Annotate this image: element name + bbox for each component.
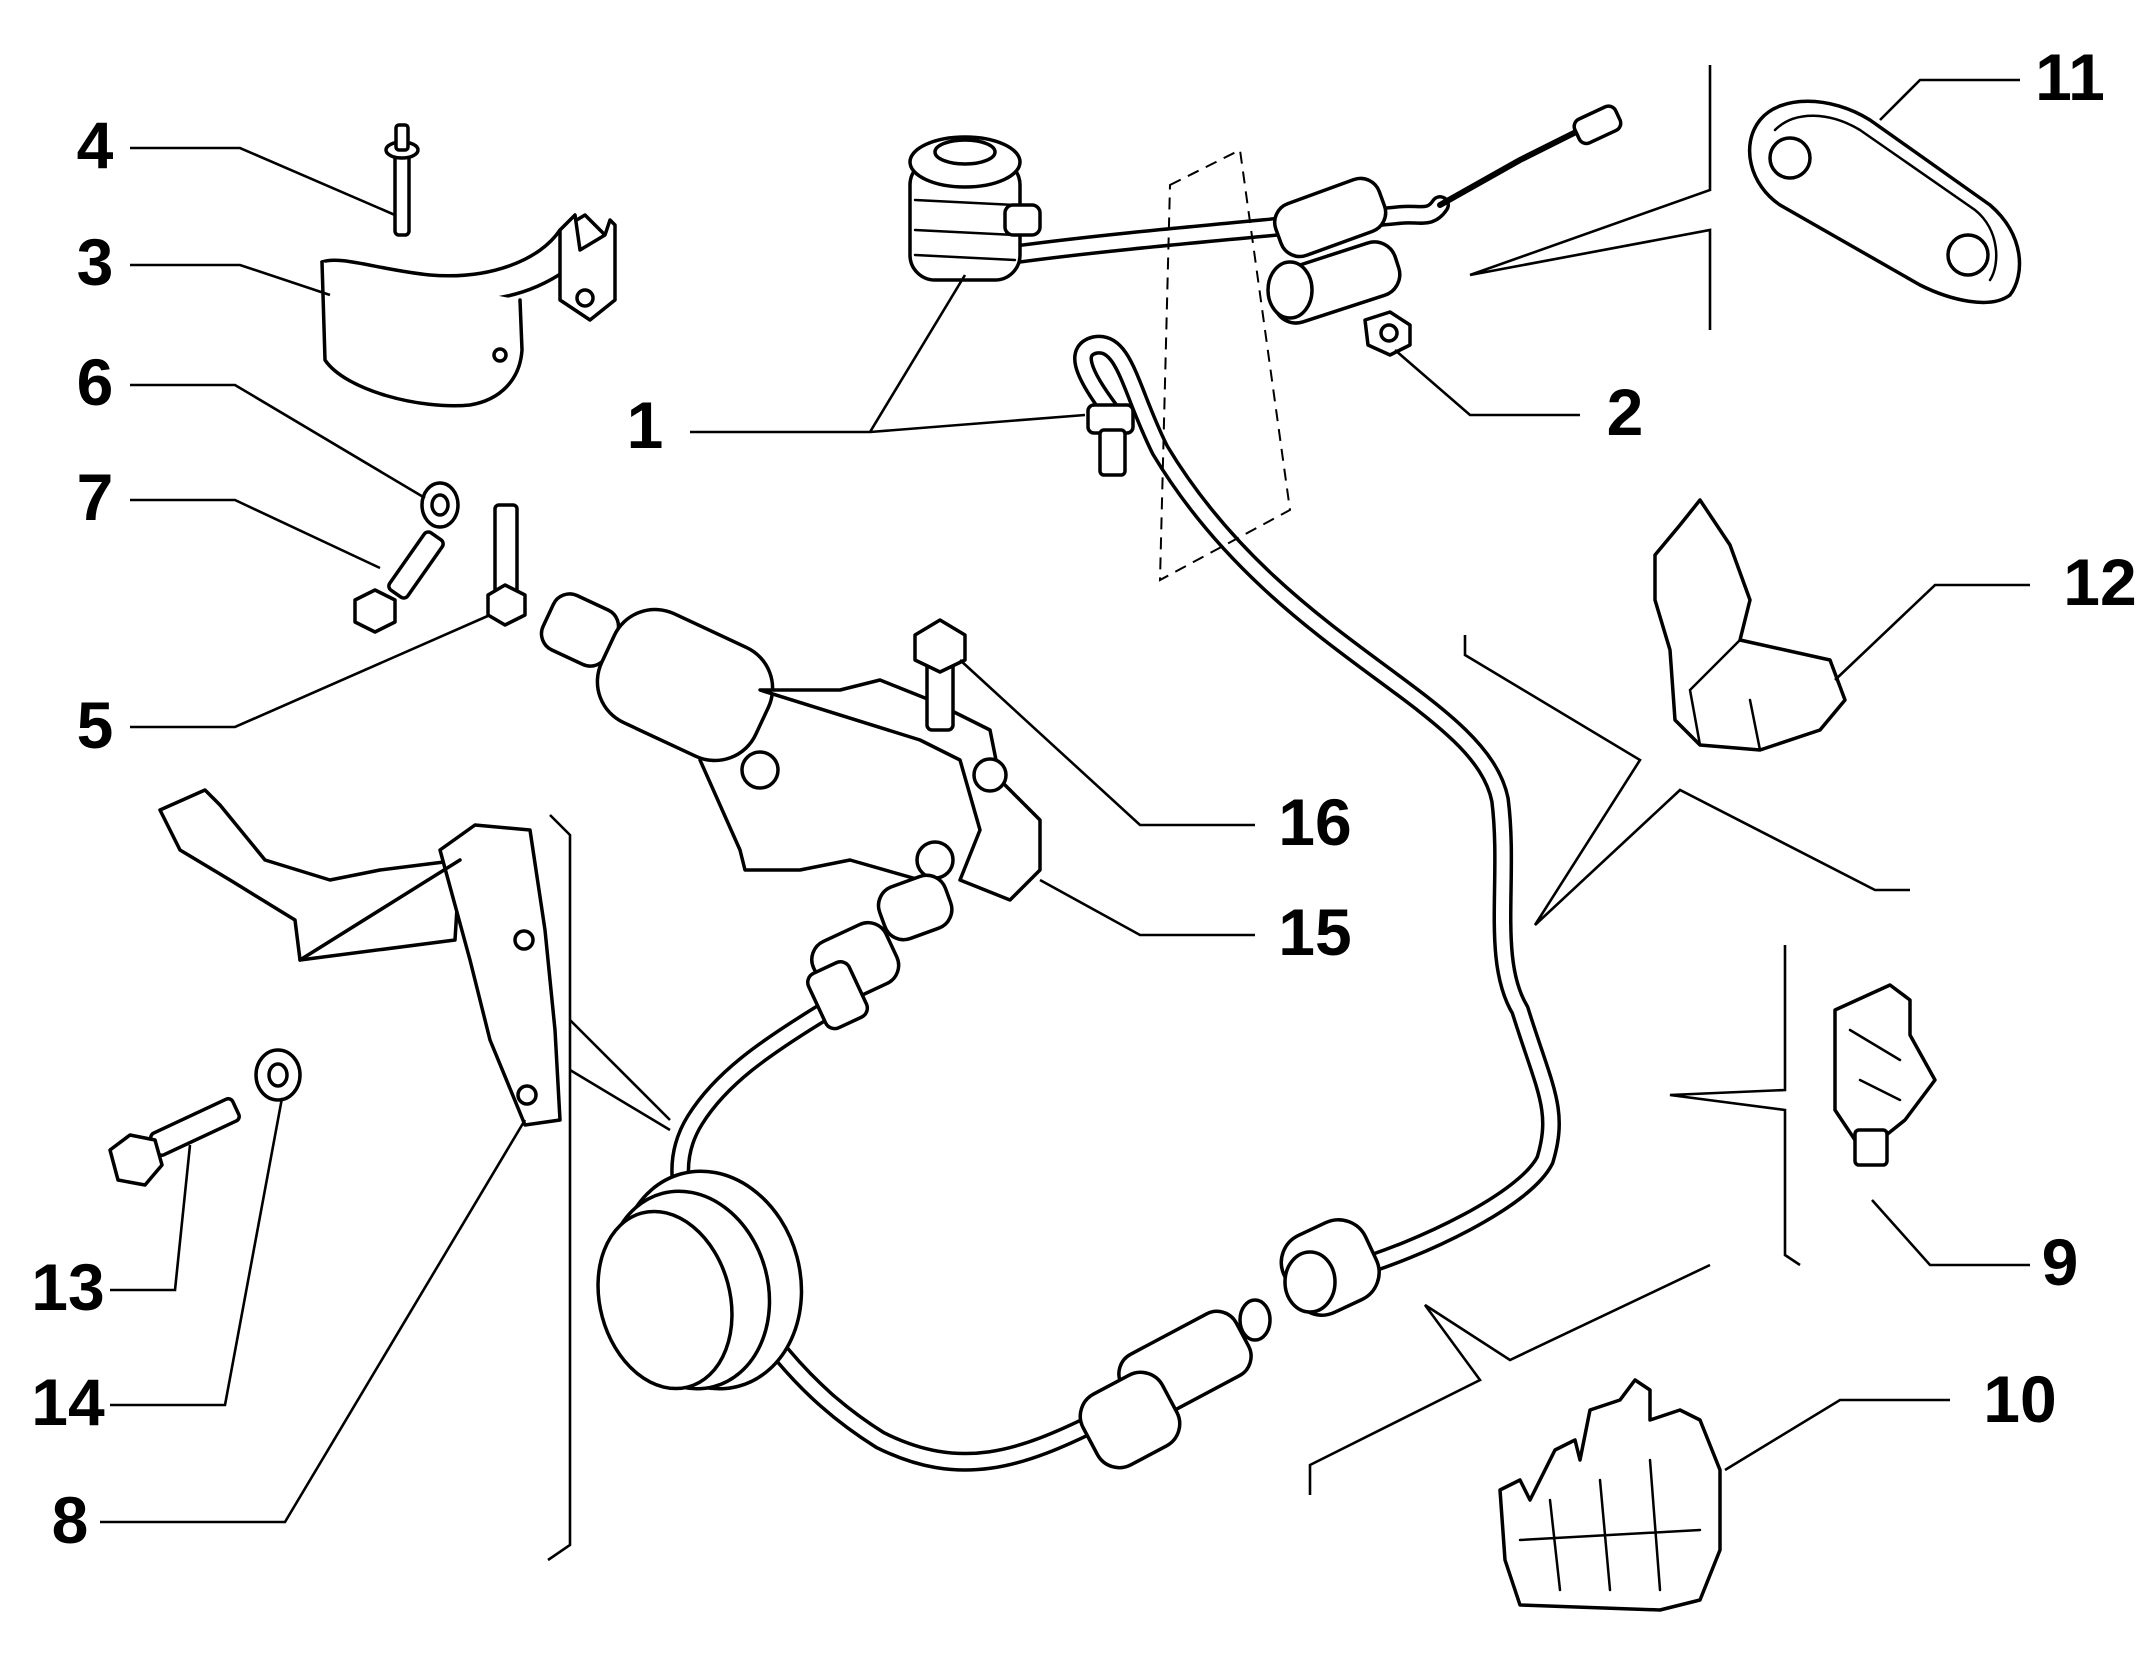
part-3-clamp-bracket [320, 213, 617, 408]
leader-16 [959, 659, 1255, 827]
leader-4 [130, 146, 396, 217]
leader-1 [690, 274, 1086, 434]
leader-6 [130, 383, 426, 500]
part-12-bracket-clip [1653, 498, 1847, 752]
leader-2 [1394, 349, 1580, 417]
leader-lines [100, 78, 2030, 1524]
callout-13: 13 [31, 1250, 104, 1324]
leader-13 [110, 1144, 192, 1292]
leader-14 [110, 1097, 284, 1407]
callout-2: 2 [1607, 375, 1644, 449]
part-16-bolt [913, 618, 967, 732]
callout-14: 14 [31, 1365, 105, 1439]
leader-12 [1834, 583, 2030, 681]
part-7-stud-bolt [353, 530, 445, 634]
leader-15 [1039, 878, 1255, 937]
callout-9: 9 [2042, 1225, 2079, 1299]
part-2-nut [1363, 310, 1412, 357]
slave-cylinder [596, 1169, 804, 1391]
leader-10 [1724, 1398, 1950, 1472]
leader-5 [130, 613, 491, 729]
part-13-bolt [108, 1097, 241, 1187]
callout-6: 6 [77, 345, 114, 419]
part-8-pedal-bracket [158, 788, 562, 1127]
callout-15: 15 [1278, 895, 1351, 969]
part-11-gasket [1747, 99, 2022, 305]
leader-9 [1871, 1199, 2030, 1267]
lower-hose-connectors [1078, 1218, 1381, 1470]
callout-4: 4 [77, 108, 114, 182]
part-6-washer [420, 481, 460, 529]
callout-3: 3 [77, 225, 114, 299]
callout-1: 1 [627, 388, 664, 462]
part-1-reservoir-assembly [908, 104, 1623, 477]
leader-7 [130, 498, 381, 570]
leader-3 [130, 263, 331, 297]
callout-7: 7 [77, 460, 114, 534]
leader-8 [100, 1119, 527, 1524]
callout-11: 11 [2035, 40, 2105, 114]
callout-10: 10 [1983, 1362, 2056, 1436]
grouping-brackets [547, 65, 1910, 1562]
part-10-multi-pipe-clip [1498, 1378, 1722, 1612]
dashed-reference-box [1158, 148, 1292, 582]
part-15-master-cylinder [539, 592, 1042, 1031]
part-5-bolt [486, 503, 527, 627]
callout-12: 12 [2063, 545, 2136, 619]
callout-16: 16 [1278, 785, 1351, 859]
callout-8: 8 [52, 1483, 89, 1557]
part-9-pipe-clip [1833, 983, 1937, 1167]
callout-labels: 1 2 3 4 5 6 7 8 9 10 11 12 13 14 15 16 [31, 40, 2136, 1557]
part-14-washer [254, 1048, 302, 1102]
part-4-pin [384, 123, 420, 237]
leader-11 [1879, 78, 2020, 121]
callout-5: 5 [77, 688, 114, 762]
